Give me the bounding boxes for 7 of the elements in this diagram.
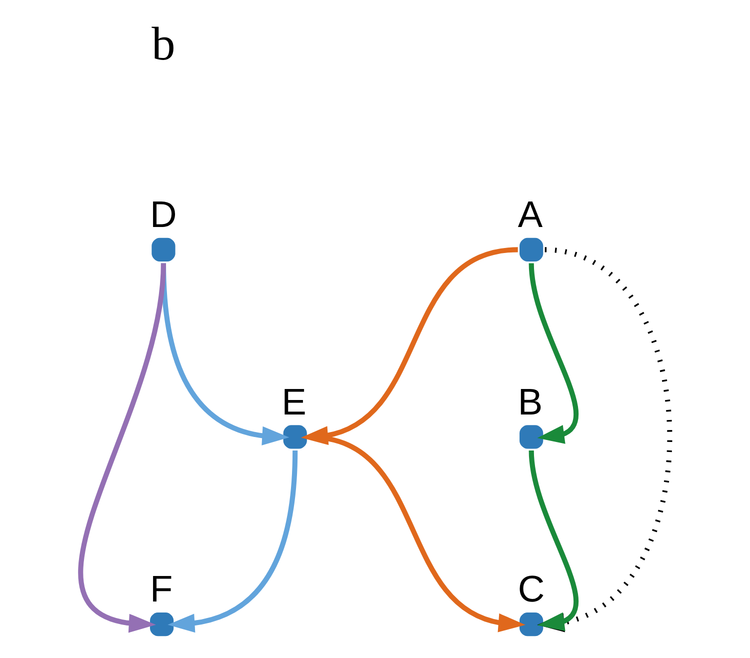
node-label: A — [518, 193, 543, 236]
node-label: B — [518, 380, 543, 422]
node-label: F — [150, 568, 173, 610]
node-label: D — [150, 193, 177, 236]
node-label: C — [518, 568, 545, 610]
label: b — [152, 18, 176, 71]
node-label: E — [282, 380, 306, 422]
